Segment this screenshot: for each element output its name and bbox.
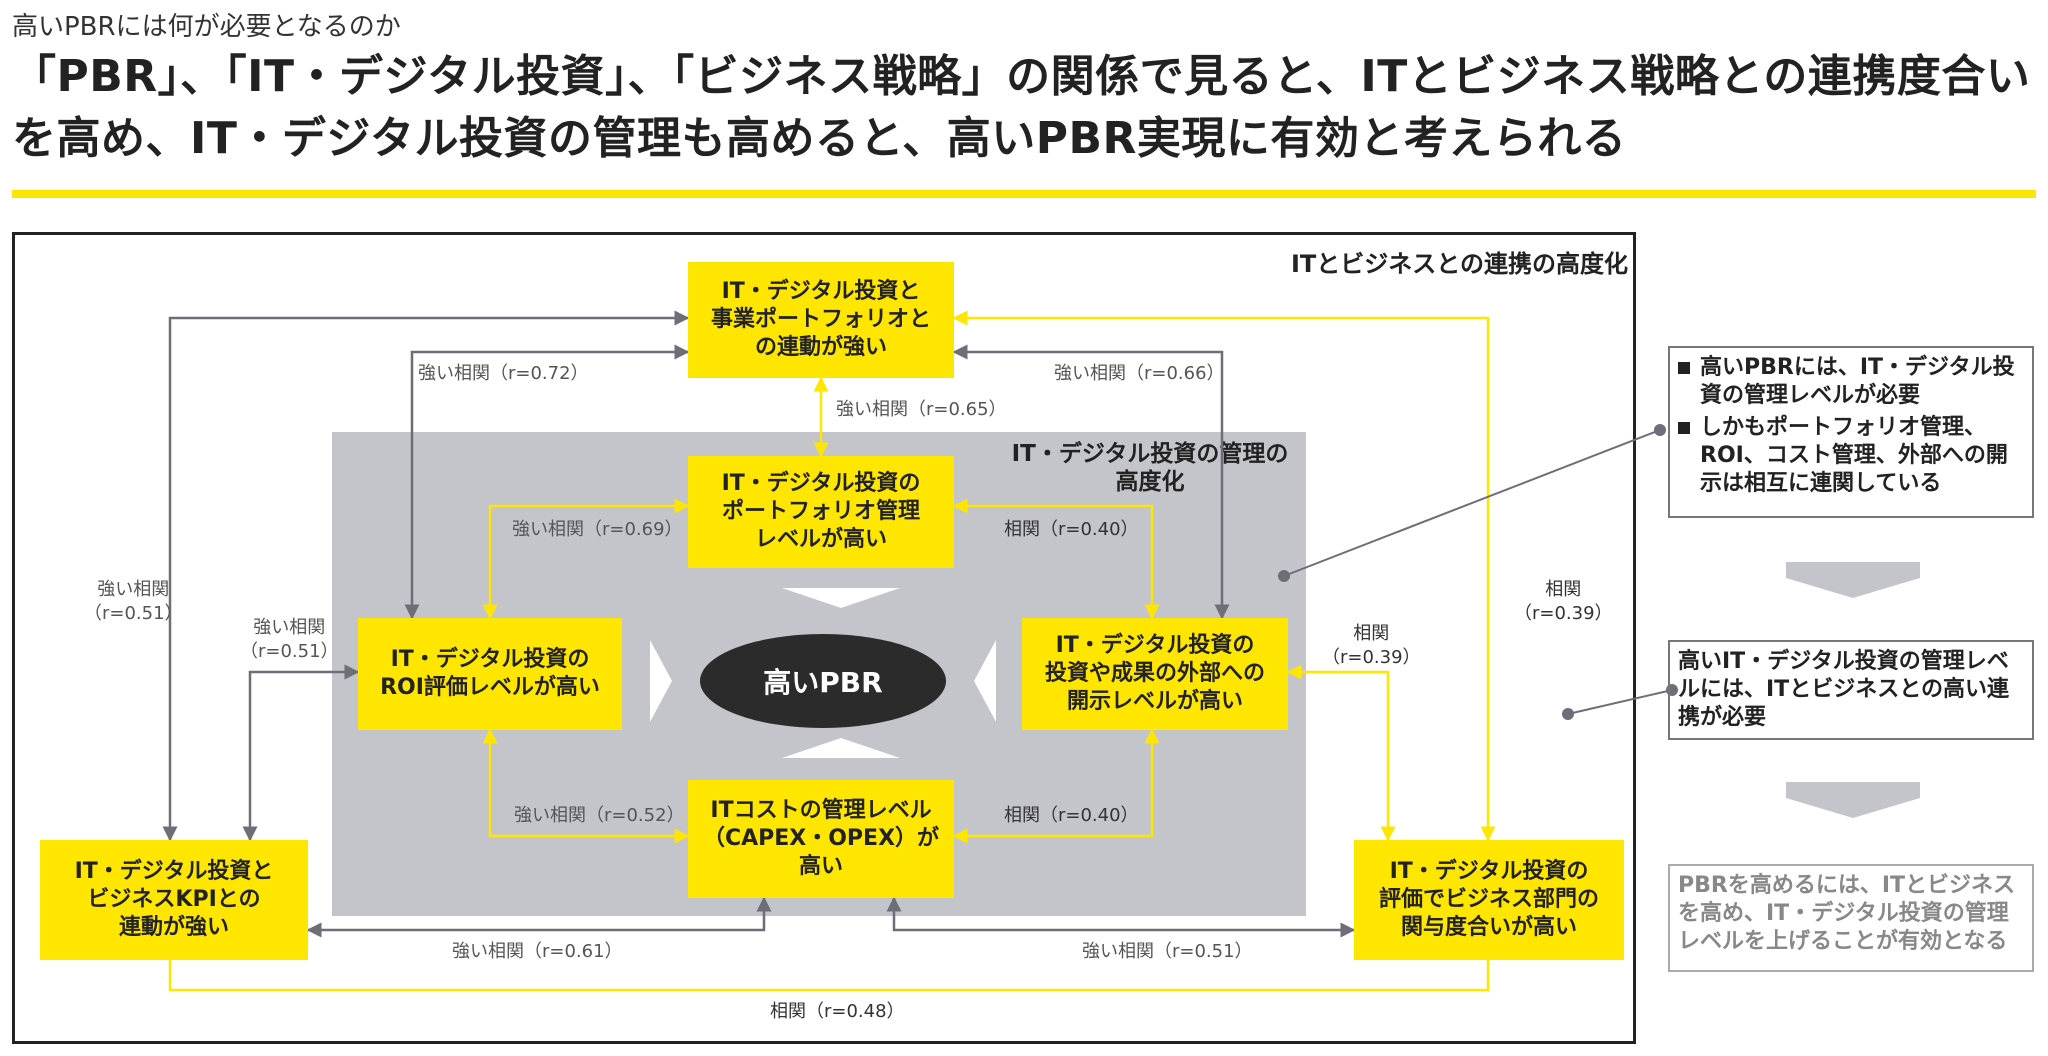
chevron-right [974,640,996,722]
label-portfolio-disclosure: 相関（r=0.40） [1004,519,1139,540]
label-cost-business: 強い相関（r=0.51） [1082,941,1253,962]
arrow-kpi-roi [242,664,360,842]
arrow-kpi-business [162,928,1496,992]
chevron-left [650,640,672,722]
box-portfolio-management: IT・デジタル投資の ポートフォリオ管理 レベルが高い [688,456,954,568]
arrow-portfolio-roi [482,498,690,620]
arrow-cost-roi [482,728,690,844]
side-bullet-1-text: 高いPBRには、IT・デジタル投資の管理レベルが必要 [1700,355,2015,408]
side-connector-dot-1b [1654,424,1666,436]
side-connector-dot-1 [1278,570,1290,582]
side-bullet-2: しかもポートフォリオ管理、ROI、コスト管理、外部への開示は相互に連関している [1678,414,2024,498]
label-top-portfolio: 強い相関（r=0.65） [836,399,1007,420]
side-connector-dot-2 [1562,708,1574,720]
arrow-kpi-cost [306,896,772,938]
bullet-square-icon [1678,422,1690,434]
box-cost-management: ITコストの管理レベル （CAPEX・OPEX）が 高い [688,780,954,898]
label-portfolio-roi: 強い相関（r=0.69） [512,519,683,540]
box-roi-evaluation: IT・デジタル投資の ROI評価レベルが高い [358,618,622,730]
arrow-kpi-top [162,310,690,842]
chevron-top [782,588,900,608]
diagram-frame [12,232,1636,1044]
center-high-pbr: 高いPBR [700,634,946,728]
arrow-top-disclosure [952,344,1230,620]
bullet-square-icon [1678,362,1690,374]
page-subtitle: 高いPBRには何が必要となるのか [12,12,401,42]
chevron-bottom [782,738,900,758]
label-cost-disclosure: 相関（r=0.40） [1004,805,1139,826]
arrow-business-disclosure [1286,664,1396,842]
box-external-disclosure: IT・デジタル投資の 投資や成果の外部への 開示レベルが高い [1022,618,1288,730]
side-connector-1 [1283,429,1661,577]
arrow-business-top [952,310,1496,842]
side-note-3: PBRを高めるには、ITとビジネスを高め、IT・デジタル投資の管理レベルを上げる… [1668,864,2034,972]
page-title: 「PBR」、「IT・デジタル投資」、「ビジネス戦略」の関係で見ると、ITとビジネ… [12,51,2031,164]
side-bullet-1: 高いPBRには、IT・デジタル投資の管理レベルが必要 [1678,354,2024,410]
label-business-top: 相関 （r=0.39） [1514,579,1613,624]
label-top-roi: 強い相関（r=0.72） [418,363,589,384]
arrow-top-roi [404,344,690,620]
label-business-disclosure: 相関 （r=0.39） [1322,623,1421,668]
label-kpi-business: 相関（r=0.48） [770,1001,905,1022]
title-underline [12,190,2036,198]
label-top-disclosure: 強い相関（r=0.66） [1054,363,1225,384]
label-kpi-top: 強い相関 （r=0.51） [84,579,183,624]
label-cost-roi: 強い相関（r=0.52） [514,805,685,826]
down-arrow-1 [1786,562,1920,598]
side-connector-2 [1567,689,1673,715]
label-kpi-roi: 強い相関 （r=0.51） [240,617,339,662]
box-business-involvement: IT・デジタル投資の 評価でビジネス部門の 関与度合いが高い [1354,840,1624,960]
arrow-cost-business [886,896,1356,938]
down-arrow-2 [1786,782,1920,818]
frame-label: ITとビジネスとの連携の高度化 [1290,250,1628,278]
side-note-2: 高いIT・デジタル投資の管理レベルには、ITとビジネスとの高い連携が必要 [1668,640,2034,740]
side-note-1: 高いPBRには、IT・デジタル投資の管理レベルが必要 しかもポートフォリオ管理、… [1668,346,2034,518]
label-kpi-cost: 強い相関（r=0.61） [452,941,623,962]
box-portfolio-linkage: IT・デジタル投資と 事業ポートフォリオと の連動が強い [688,262,954,378]
box-business-kpi: IT・デジタル投資と ビジネスKPIとの 連動が強い [40,840,308,960]
side-bullet-2-text: しかもポートフォリオ管理、ROI、コスト管理、外部への開示は相互に連関している [1700,415,2008,496]
